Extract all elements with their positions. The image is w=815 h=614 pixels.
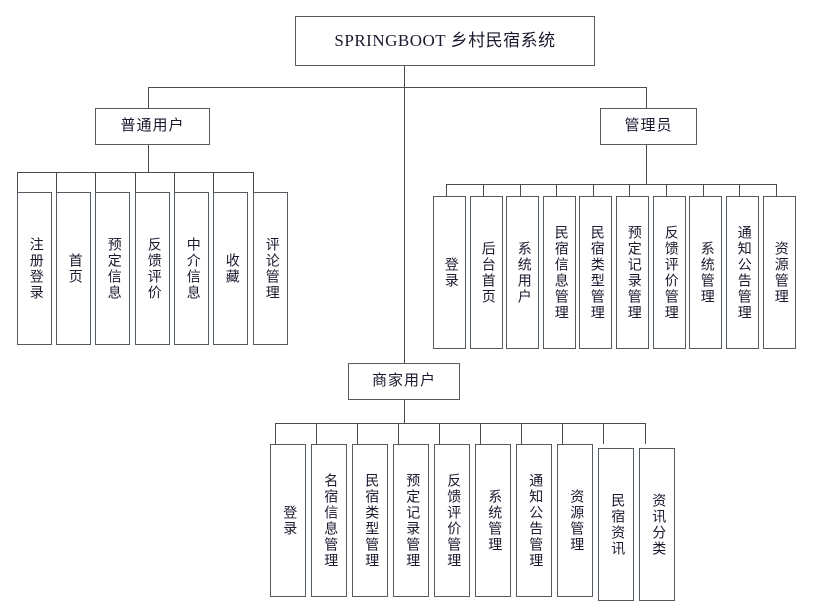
connector-administrator-stem bbox=[646, 145, 647, 184]
leaf-node[interactable]: 通知公告管理 bbox=[726, 196, 759, 349]
leaf-node[interactable]: 系统管理 bbox=[689, 196, 722, 349]
connector-regular-user-child-drop bbox=[56, 172, 57, 192]
leaf-node-label: 反馈评价管理 bbox=[445, 472, 461, 569]
leaf-node-label: 中介信息 bbox=[184, 236, 200, 301]
leaf-node[interactable]: 民宿类型管理 bbox=[579, 196, 612, 349]
leaf-node[interactable]: 民宿类型管理 bbox=[352, 444, 388, 597]
leaf-node[interactable]: 预定记录管理 bbox=[393, 444, 429, 597]
leaf-node[interactable]: 民宿信息管理 bbox=[543, 196, 576, 349]
connector-merchant-user-child-drop bbox=[398, 423, 399, 444]
leaf-node-label: 资源管理 bbox=[568, 488, 584, 553]
connector-administrator-child-drop bbox=[703, 184, 704, 196]
leaf-node-label: 系统管理 bbox=[698, 240, 714, 305]
leaf-node-label: 登录 bbox=[442, 256, 458, 289]
branch-node-regular-user[interactable]: 普通用户 bbox=[95, 108, 210, 145]
leaf-node[interactable]: 反馈评价管理 bbox=[434, 444, 470, 597]
connector-merchant-user-child-drop bbox=[316, 423, 317, 444]
connector-merchant-user-child-drop bbox=[439, 423, 440, 444]
root-node-springboot-system[interactable]: SPRINGBOOT 乡村民宿系统 bbox=[295, 16, 595, 66]
leaf-node-label: 资源管理 bbox=[772, 240, 788, 305]
connector-regular-user-child-drop bbox=[253, 172, 254, 192]
connector-regular-user-child-drop bbox=[17, 172, 18, 192]
leaf-node-label: 民宿类型管理 bbox=[363, 472, 379, 569]
connector-administrator-child-drop bbox=[556, 184, 557, 196]
leaf-node-label: 系统用户 bbox=[515, 240, 531, 305]
connector-administrator-bus bbox=[446, 184, 776, 185]
leaf-node-label: 注册登录 bbox=[27, 236, 43, 301]
connector-drop-merchant-user bbox=[404, 87, 405, 363]
leaf-node[interactable]: 中介信息 bbox=[174, 192, 209, 345]
connector-merchant-user-child-drop bbox=[275, 423, 276, 444]
connector-drop-regular-user bbox=[148, 87, 149, 108]
leaf-node-label: 名宿信息管理 bbox=[322, 472, 338, 569]
connector-administrator-child-drop bbox=[629, 184, 630, 196]
connector-merchant-user-child-drop bbox=[645, 423, 646, 444]
leaf-node-label: 民宿信息管理 bbox=[552, 224, 568, 321]
leaf-node[interactable]: 后台首页 bbox=[470, 196, 503, 349]
connector-regular-user-child-drop bbox=[135, 172, 136, 192]
leaf-node[interactable]: 资讯分类 bbox=[639, 448, 675, 601]
leaf-node[interactable]: 资源管理 bbox=[763, 196, 796, 349]
connector-regular-user-child-drop bbox=[95, 172, 96, 192]
connector-administrator-child-drop bbox=[776, 184, 777, 196]
connector-administrator-child-drop bbox=[666, 184, 667, 196]
branch-node-label: 商家用户 bbox=[371, 372, 436, 389]
root-node-label: SPRINGBOOT 乡村民宿系统 bbox=[334, 30, 556, 50]
connector-merchant-user-child-drop bbox=[521, 423, 522, 444]
leaf-node[interactable]: 名宿信息管理 bbox=[311, 444, 347, 597]
leaf-node-label: 后台首页 bbox=[479, 240, 495, 305]
leaf-node-label: 预定记录管理 bbox=[625, 224, 641, 321]
branch-node-label: 管理员 bbox=[624, 117, 673, 134]
connector-administrator-child-drop bbox=[446, 184, 447, 196]
leaf-node-label: 反馈评价管理 bbox=[662, 224, 678, 321]
leaf-node[interactable]: 预定记录管理 bbox=[616, 196, 649, 349]
leaf-node[interactable]: 系统管理 bbox=[475, 444, 511, 597]
leaf-node[interactable]: 登录 bbox=[433, 196, 466, 349]
connector-merchant-user-bus bbox=[275, 423, 645, 424]
leaf-node[interactable]: 收藏 bbox=[213, 192, 248, 345]
connector-drop-administrator bbox=[646, 87, 647, 108]
leaf-node[interactable]: 资源管理 bbox=[557, 444, 593, 597]
leaf-node-label: 通知公告管理 bbox=[735, 224, 751, 321]
connector-level2-bus bbox=[148, 87, 647, 88]
leaf-node[interactable]: 反馈评价 bbox=[135, 192, 170, 345]
connector-regular-user-child-drop bbox=[174, 172, 175, 192]
branch-node-administrator[interactable]: 管理员 bbox=[600, 108, 697, 145]
leaf-node-label: 登录 bbox=[281, 504, 297, 537]
connector-administrator-child-drop bbox=[483, 184, 484, 196]
leaf-node[interactable]: 登录 bbox=[270, 444, 306, 597]
leaf-node[interactable]: 注册登录 bbox=[17, 192, 52, 345]
leaf-node[interactable]: 评论管理 bbox=[253, 192, 288, 345]
branch-node-merchant-user[interactable]: 商家用户 bbox=[348, 363, 460, 400]
leaf-node[interactable]: 反馈评价管理 bbox=[653, 196, 686, 349]
leaf-node-label: 通知公告管理 bbox=[527, 472, 543, 569]
connector-merchant-user-stem bbox=[404, 400, 405, 423]
leaf-node[interactable]: 系统用户 bbox=[506, 196, 539, 349]
leaf-node-label: 评论管理 bbox=[263, 236, 279, 301]
connector-merchant-user-child-drop bbox=[562, 423, 563, 444]
leaf-node-label: 预定记录管理 bbox=[404, 472, 420, 569]
leaf-node-label: 系统管理 bbox=[486, 488, 502, 553]
connector-root-stem bbox=[404, 66, 405, 87]
leaf-node-label: 资讯分类 bbox=[650, 492, 666, 557]
leaf-node-label: 民宿资讯 bbox=[609, 492, 625, 557]
leaf-node-label: 反馈评价 bbox=[145, 236, 161, 301]
connector-regular-user-child-drop bbox=[213, 172, 214, 192]
leaf-node[interactable]: 首页 bbox=[56, 192, 91, 345]
connector-merchant-user-child-drop bbox=[603, 423, 604, 444]
leaf-node[interactable]: 通知公告管理 bbox=[516, 444, 552, 597]
connector-administrator-child-drop bbox=[520, 184, 521, 196]
leaf-node-label: 民宿类型管理 bbox=[588, 224, 604, 321]
connector-administrator-child-drop bbox=[739, 184, 740, 196]
leaf-node-label: 预定信息 bbox=[105, 236, 121, 301]
leaf-node-label: 收藏 bbox=[223, 252, 239, 285]
leaf-node-label: 首页 bbox=[66, 252, 82, 285]
connector-merchant-user-child-drop bbox=[480, 423, 481, 444]
branch-node-label: 普通用户 bbox=[120, 117, 185, 134]
leaf-node[interactable]: 预定信息 bbox=[95, 192, 130, 345]
connector-merchant-user-child-drop bbox=[357, 423, 358, 444]
connector-regular-user-stem bbox=[148, 145, 149, 172]
connector-administrator-child-drop bbox=[593, 184, 594, 196]
leaf-node[interactable]: 民宿资讯 bbox=[598, 448, 634, 601]
